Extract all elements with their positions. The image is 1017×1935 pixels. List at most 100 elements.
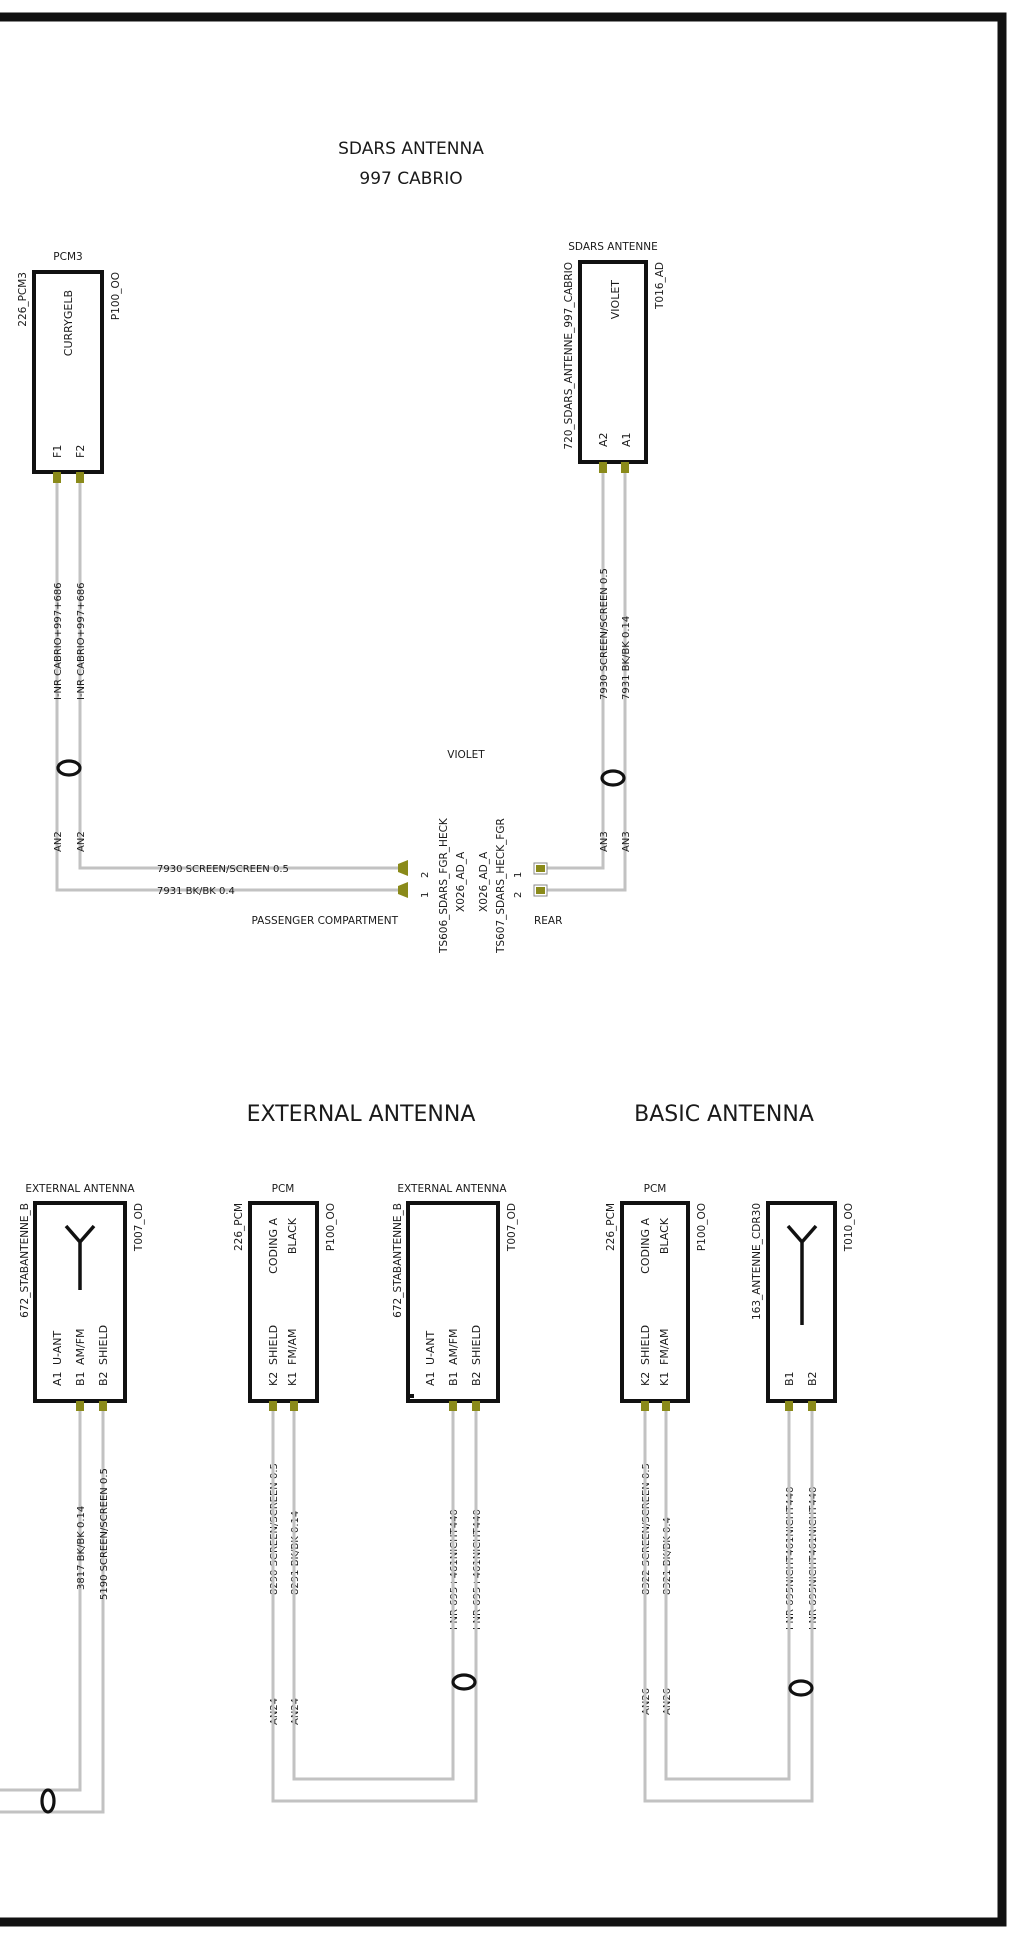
- pcm-1-component: PCM 226_PCM P100_OO CODING A BLACK K2 K1…: [233, 1183, 337, 1725]
- basic-antenna-component: 163_ANTENNE_CDR30 T010_OO B1 B2 I-NR 695…: [751, 1201, 855, 1630]
- sdars-antenne-pin-a1: A1: [620, 432, 633, 447]
- sdars-wire-label: 7930 SCREEN/SCREEN 0.5: [599, 568, 610, 700]
- pcm-2-id: 226_PCM: [605, 1203, 617, 1251]
- ext-antenna-1-pin: A1: [51, 1371, 64, 1386]
- connector-pin-mark: [536, 887, 545, 894]
- wire-f1-to-connector: [55, 483, 402, 892]
- ext-antenna-2-id: 672_STABANTENNE_B: [392, 1203, 404, 1318]
- pcm-2-function: SHIELD: [639, 1325, 652, 1365]
- wire: [664, 1411, 791, 1781]
- title-external-antenna: EXTERNAL ANTENNA: [247, 1102, 476, 1127]
- pcm-2-component: PCM 226_PCM P100_OO CODING A BLACK K2 K1…: [605, 1183, 708, 1715]
- pcm3-pin-f1: F1: [51, 445, 64, 458]
- sdars-end-label: AN3: [599, 831, 610, 852]
- ext-antenna-2-code: T007_OD: [506, 1203, 518, 1252]
- ext-antenna-2-function: AM/FM: [447, 1328, 460, 1365]
- pcm3-header: PCM3: [53, 251, 82, 263]
- shield-loop: [451, 1673, 477, 1691]
- pcm-2-code: P100_OO: [696, 1203, 708, 1251]
- connector-id: X026_AD_A: [478, 851, 490, 912]
- connector-right-pin: 1: [513, 872, 524, 878]
- ext-antenna-2-pin-mark: [472, 1401, 480, 1411]
- ext-antenna-1-wire-label: 5190 SCREEN/SCREEN 0.5: [99, 1468, 110, 1600]
- wire: [292, 1411, 455, 1781]
- ext-antenna-2-pin-mark: [449, 1401, 457, 1411]
- sdars-antenne-id: 720_SDARS_ANTENNE_997_CABRIO: [563, 262, 575, 450]
- sdars-antenne-pin-a2: A2: [597, 432, 610, 447]
- pcm3-end-label: AN2: [53, 831, 64, 852]
- pcm-1-pin: K1: [286, 1372, 299, 1386]
- pcm-2-pin: K1: [658, 1372, 671, 1386]
- basic-antenna-pin: B2: [806, 1371, 819, 1386]
- connector-id: TS607_SDARS_HECK_FGR: [495, 818, 507, 954]
- title-basic-antenna: BASIC ANTENNA: [634, 1102, 814, 1127]
- ext-antenna-1-function: SHIELD: [97, 1325, 110, 1365]
- pcm-1-pin-mark: [269, 1401, 277, 1411]
- pcm3-end-label: AN2: [76, 831, 87, 852]
- pcm-2-inner: BLACK: [658, 1217, 671, 1254]
- pcm-2-pin-mark: [662, 1401, 670, 1411]
- sdars-antenne-code: T016_AD: [654, 262, 666, 310]
- ext-antenna-2-function: SHIELD: [470, 1325, 483, 1365]
- connector-wire-top: 7930 SCREEN/SCREEN 0.5: [157, 864, 289, 875]
- passenger-compartment-label: PASSENGER COMPARTMENT: [252, 915, 399, 927]
- ext-antenna-1-pin-mark: [76, 1401, 84, 1411]
- shield-loop: [788, 1679, 814, 1697]
- connector-id: TS606_SDARS_FGR_HECK: [438, 817, 450, 954]
- pcm3-pin-mark: [76, 472, 84, 483]
- ext-antenna-1-code: T007_OD: [133, 1203, 145, 1252]
- rear-label: REAR: [534, 915, 562, 927]
- antenna-icon: [786, 1224, 818, 1325]
- ext-antenna-2-pin: A1: [424, 1371, 437, 1386]
- ext-antenna-1-pin-mark: [99, 1401, 107, 1411]
- connector-color: VIOLET: [447, 749, 485, 761]
- sdars-antenne-box: [578, 260, 648, 464]
- pcm-1-id: 226_PCM: [233, 1203, 245, 1251]
- pcm3-box: [32, 270, 104, 474]
- pcm-2-inner: CODING A: [639, 1218, 652, 1274]
- pcm3-pin-mark: [53, 472, 61, 483]
- ext-antenna-1-id: 672_STABANTENNE_B: [19, 1203, 31, 1318]
- pcm-1-header: PCM: [272, 1183, 295, 1195]
- pcm-1-box: [248, 1201, 319, 1403]
- pcm-1-inner: CODING A: [267, 1218, 280, 1274]
- wire: [0, 1411, 105, 1814]
- sdars-end-label: AN3: [621, 831, 632, 852]
- basic-antenna-code: T010_OO: [843, 1203, 855, 1252]
- connector-left-pin: 1: [420, 892, 431, 898]
- ext-antenna-2-pin: B2: [470, 1371, 483, 1386]
- ext-antenna-2-header: EXTERNAL ANTENNA: [397, 1183, 507, 1195]
- title-sdars: SDARS ANTENNA: [338, 139, 484, 159]
- sdars-antenne-component: SDARS ANTENNE 720_SDARS_ANTENNE_997_CABR…: [563, 241, 666, 473]
- sdars-antenne-inner: VIOLET: [609, 280, 622, 320]
- pcm3-component: PCM3 226_PCM3 P100_OO CURRYGELB F1 F2: [17, 251, 122, 483]
- wire-a1-to-connector: [540, 473, 627, 892]
- connector-wire-bottom: 7931 BK/BK 0.4: [157, 886, 235, 897]
- pcm3-code: P100_OO: [110, 272, 122, 320]
- ext-antenna-1-pin: B2: [97, 1371, 110, 1386]
- basic-antenna-pin: B1: [783, 1371, 796, 1386]
- connector-right-pin: 2: [513, 892, 524, 898]
- shield-loop: [56, 759, 82, 777]
- ext-antenna-1-function: U-ANT: [51, 1330, 64, 1365]
- external-antenna-1-component: EXTERNAL ANTENNA 672_STABANTENNE_B T007_…: [0, 1183, 145, 1814]
- pcm3-inner: CURRYGELB: [62, 290, 75, 356]
- basic-antenna-pin-mark: [785, 1401, 793, 1411]
- box-corner-mark: [410, 1394, 414, 1398]
- basic-antenna-id: 163_ANTENNE_CDR30: [751, 1203, 763, 1320]
- pcm3-wire-label: I-NR CABRIO+997+686: [53, 582, 64, 700]
- ext-antenna-2-pin: B1: [447, 1371, 460, 1386]
- page-frame: [0, 12, 1007, 1927]
- pcm-2-box: [620, 1201, 690, 1403]
- title-model: 997 CABRIO: [359, 169, 462, 189]
- basic-antenna-wiring: [643, 1411, 814, 1803]
- basic-antenna-pin-mark: [808, 1401, 816, 1411]
- ext-antenna-2-function: U-ANT: [424, 1330, 437, 1365]
- ext-antenna-1-header: EXTERNAL ANTENNA: [25, 1183, 135, 1195]
- ext-antenna-1-function: AM/FM: [74, 1328, 87, 1365]
- pcm-1-pin: K2: [267, 1372, 280, 1386]
- pcm3-pin-f2: F2: [74, 445, 87, 458]
- ext-antenna-1-pin: B1: [74, 1371, 87, 1386]
- pcm-1-function: SHIELD: [267, 1325, 280, 1365]
